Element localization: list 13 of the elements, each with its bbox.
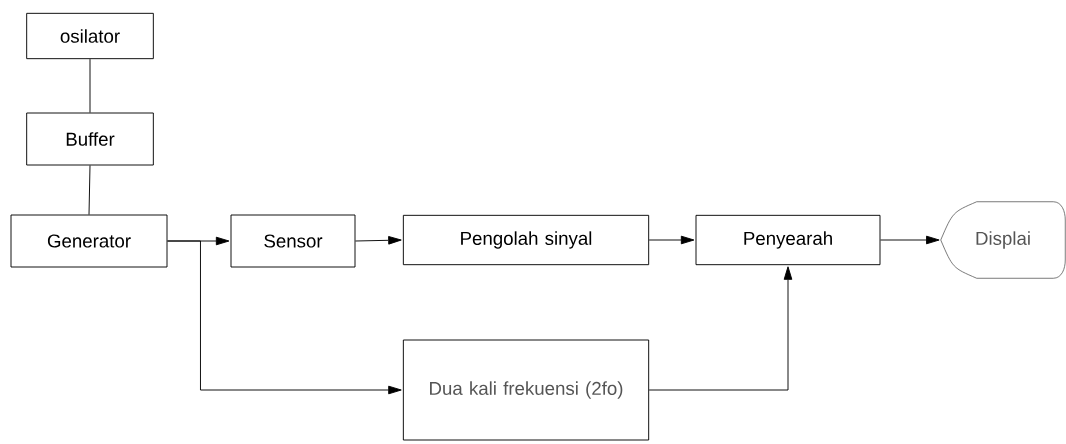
- arrow: [648, 235, 695, 245]
- display-shape: Displai: [940, 201, 1066, 279]
- process-box: Pengolah sinyal: [402, 214, 650, 266]
- arrow: [648, 266, 793, 391]
- process-box: Dua kali frekuensi (2fo): [402, 339, 650, 441]
- process-box: osilator: [26, 12, 154, 60]
- process-box: Buffer: [26, 112, 154, 166]
- arrow: [355, 236, 402, 245]
- process-box: Penyearah: [695, 214, 881, 266]
- process-box: Generator: [10, 214, 168, 268]
- process-box: Sensor: [230, 214, 356, 268]
- arrow: [167, 240, 402, 395]
- arrow: [880, 235, 940, 245]
